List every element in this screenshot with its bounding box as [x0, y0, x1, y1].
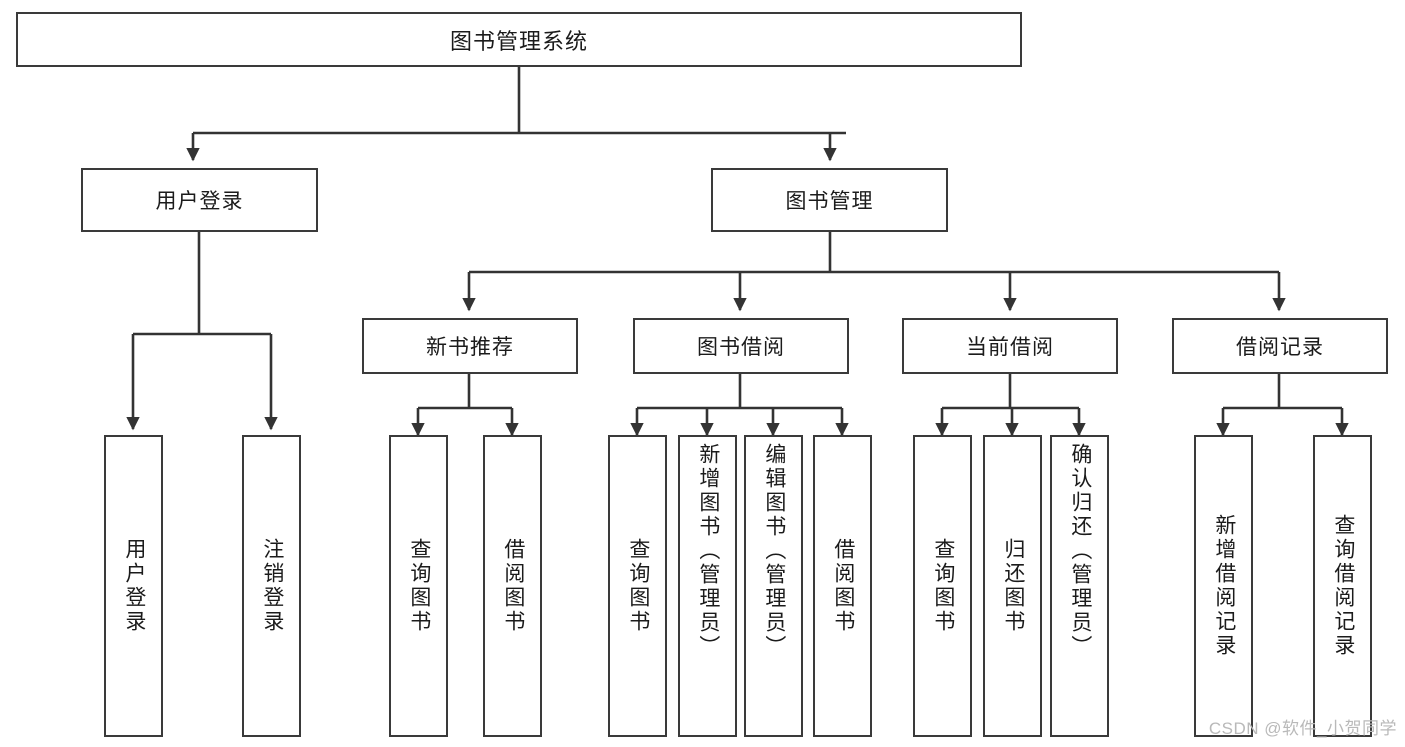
leaf-current-query-book[interactable]: 查询图书: [913, 435, 972, 737]
leaf-borrow-query-book[interactable]: 查询图书: [608, 435, 667, 737]
node-label: 归还图书: [1001, 538, 1025, 634]
node-label: 新增图书（管理员）: [696, 443, 720, 659]
leaf-records-add-record[interactable]: 新增借阅记录: [1194, 435, 1253, 737]
node-label: 图书管理: [785, 190, 874, 213]
leaf-user-login-login[interactable]: 用户登录: [104, 435, 163, 737]
node-label: 新增借阅记录: [1212, 514, 1236, 658]
node-label: 编辑图书（管理员）: [762, 443, 786, 659]
node-label: 图书借阅: [697, 336, 785, 359]
node-label: 借阅图书: [501, 538, 525, 634]
leaf-user-login-logout[interactable]: 注销登录: [242, 435, 301, 737]
node-label: 查询图书: [407, 538, 431, 634]
node-current-borrow[interactable]: 当前借阅: [902, 318, 1118, 374]
leaf-current-return-book[interactable]: 归还图书: [983, 435, 1042, 737]
node-label: 借阅记录: [1236, 336, 1324, 359]
node-borrow-records[interactable]: 借阅记录: [1172, 318, 1388, 374]
leaf-recommend-query-book[interactable]: 查询图书: [389, 435, 448, 737]
node-label: 当前借阅: [966, 336, 1054, 359]
csdn-watermark: CSDN @软件_小贺同学: [1208, 719, 1397, 738]
leaf-borrow-edit-book-admin[interactable]: 编辑图书（管理员）: [744, 435, 803, 737]
leaf-borrow-borrow-book[interactable]: 借阅图书: [813, 435, 872, 737]
node-label: 图书管理系统: [449, 28, 588, 54]
node-label: 查询图书: [931, 538, 955, 634]
node-label: 查询借阅记录: [1331, 514, 1355, 658]
node-new-book-recommend[interactable]: 新书推荐: [362, 318, 578, 374]
leaf-current-confirm-return-admin[interactable]: 确认归还（管理员）: [1050, 435, 1109, 737]
node-label: 借阅图书: [831, 538, 855, 634]
node-label: 查询图书: [626, 538, 650, 634]
node-label: 注销登录: [260, 538, 284, 634]
node-label: 新书推荐: [426, 336, 514, 359]
leaf-recommend-borrow-book[interactable]: 借阅图书: [483, 435, 542, 737]
node-label: 确认归还（管理员）: [1068, 443, 1092, 659]
node-label: 用户登录: [155, 190, 244, 213]
node-user-login[interactable]: 用户登录: [81, 168, 318, 232]
node-book-borrow[interactable]: 图书借阅: [633, 318, 849, 374]
node-root-book-management-system[interactable]: 图书管理系统: [16, 12, 1022, 67]
leaf-records-query-record[interactable]: 查询借阅记录: [1313, 435, 1372, 737]
leaf-borrow-add-book-admin[interactable]: 新增图书（管理员）: [678, 435, 737, 737]
node-label: 用户登录: [122, 538, 146, 634]
node-book-management[interactable]: 图书管理: [711, 168, 948, 232]
